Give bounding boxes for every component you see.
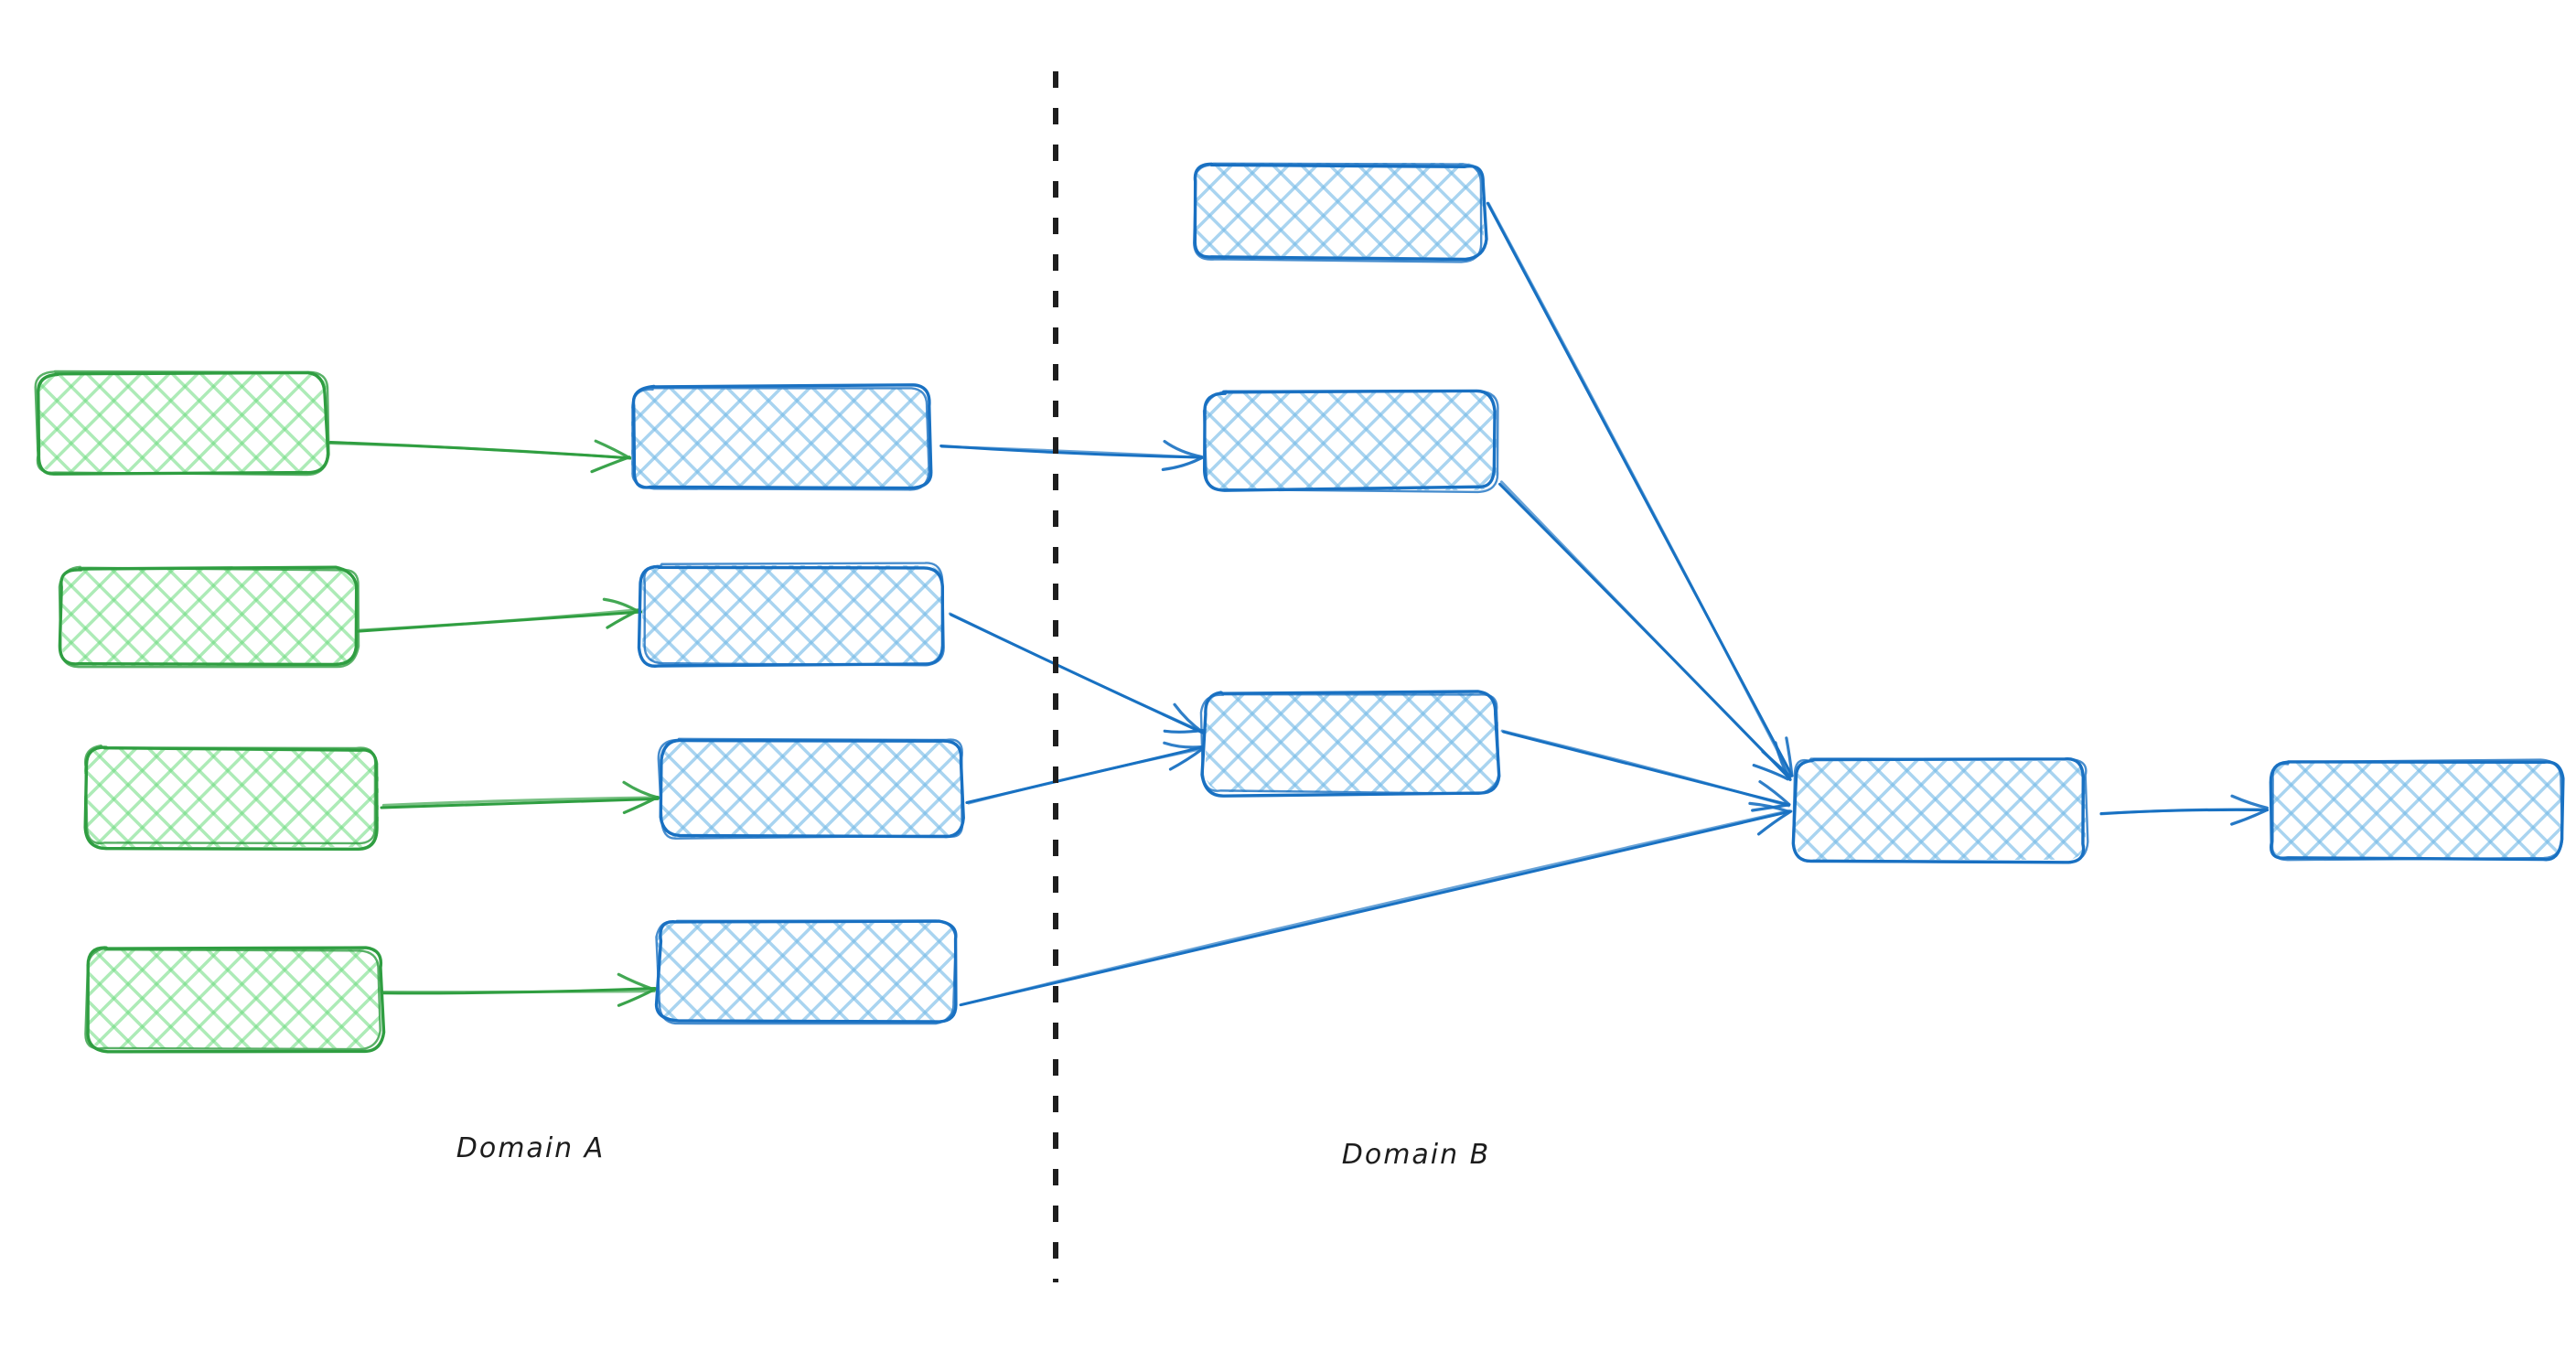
node-b2[interactable] (637, 562, 945, 668)
domain-label-a: Domain A (456, 1132, 606, 1164)
node-a2[interactable] (58, 565, 360, 669)
edge-d1-e1 (2099, 794, 2270, 826)
node-d1[interactable] (1791, 757, 2089, 864)
edge-a1-b1 (327, 439, 632, 474)
edge-b4-d1 (959, 801, 1793, 1007)
edge-layer (327, 201, 2270, 1007)
edge-b2-c2 (948, 612, 1206, 734)
node-a4[interactable] (84, 946, 386, 1054)
edge-a2-b2 (357, 597, 643, 633)
node-e1[interactable] (2269, 758, 2565, 862)
node-b4[interactable] (654, 919, 958, 1025)
node-c2[interactable] (1199, 690, 1501, 798)
node-a1[interactable] (34, 370, 330, 477)
edge-c2-d1 (1500, 729, 1791, 812)
edge-a4-b4 (381, 972, 658, 1007)
edge-a3-b3 (380, 780, 661, 815)
edge-c0-d1 (1486, 201, 1794, 778)
node-b3[interactable] (657, 737, 965, 840)
node-c0[interactable] (1193, 162, 1488, 263)
node-c1[interactable] (1202, 389, 1499, 494)
edge-b1-c1 (939, 439, 1204, 471)
edge-b3-c2 (965, 741, 1205, 805)
node-b1[interactable] (631, 383, 933, 491)
node-a3[interactable] (83, 744, 379, 852)
edge-c1-d1 (1498, 480, 1792, 782)
domain-label-b: Domain B (1341, 1139, 1491, 1171)
node-layer (34, 162, 2565, 1054)
